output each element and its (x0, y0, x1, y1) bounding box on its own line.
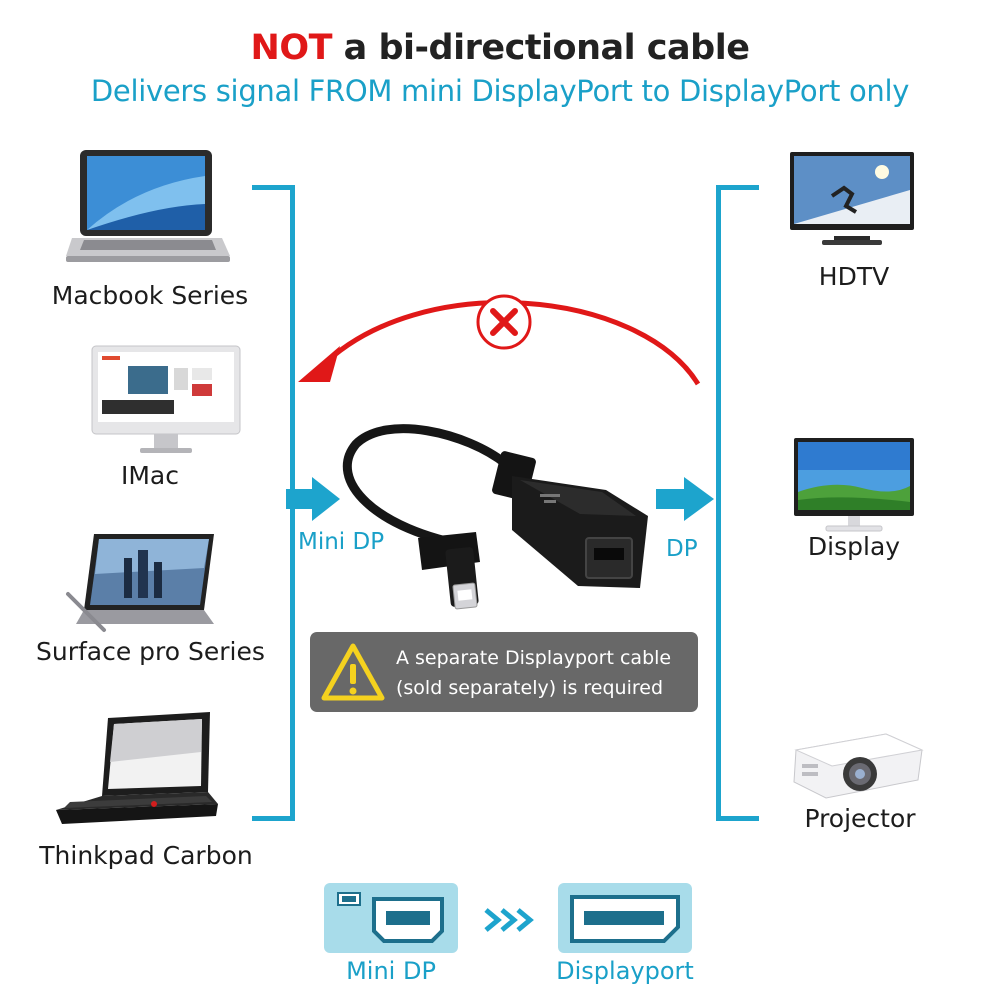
title-rest: a bi-directional cable (331, 28, 750, 68)
target-label: Display (807, 532, 901, 561)
monitor-icon (794, 438, 914, 532)
tv-icon (790, 152, 914, 245)
target-bracket (716, 185, 759, 821)
title-emphasis: NOT (250, 28, 333, 68)
displayport-port-icon (570, 895, 680, 943)
source-label: Macbook Series (51, 281, 249, 310)
warning-line-2: (sold separately) is required (396, 677, 664, 699)
source-label: Surface pro Series (36, 637, 265, 666)
mini-dp-port-box (324, 883, 458, 953)
legend-to-label: Displayport (556, 957, 694, 985)
source-label: Thinkpad Carbon (39, 841, 253, 870)
target-label: HDTV (818, 262, 890, 291)
blocked-x-icon (476, 294, 532, 350)
thinkpad-icon (56, 712, 218, 824)
chevrons-right-icon (484, 908, 534, 932)
page-subtitle: Delivers signal FROM mini DisplayPort to… (90, 74, 910, 108)
legend-from-label: Mini DP (346, 957, 436, 985)
projector-icon (793, 733, 924, 799)
tablet-icon (66, 534, 214, 632)
warning-text: A separate Displayport cable (sold separ… (396, 643, 696, 703)
displayport-port-box (558, 883, 692, 953)
cable-output-label: DP (666, 536, 698, 562)
mini-dp-port-icon (337, 892, 444, 943)
input-arrow-icon (286, 477, 340, 521)
laptop-icon (66, 150, 230, 262)
page-title: NOT a bi-directional cable (0, 28, 1000, 68)
output-arrow-icon (656, 477, 714, 521)
imac-icon (91, 345, 241, 453)
adapter-cable (342, 424, 648, 610)
cable-input-label: Mini DP (298, 529, 385, 555)
warning-icon (321, 643, 385, 701)
warning-line-1: A separate Displayport cable (396, 647, 672, 669)
target-label: Projector (804, 804, 916, 833)
source-label: IMac (120, 461, 179, 490)
